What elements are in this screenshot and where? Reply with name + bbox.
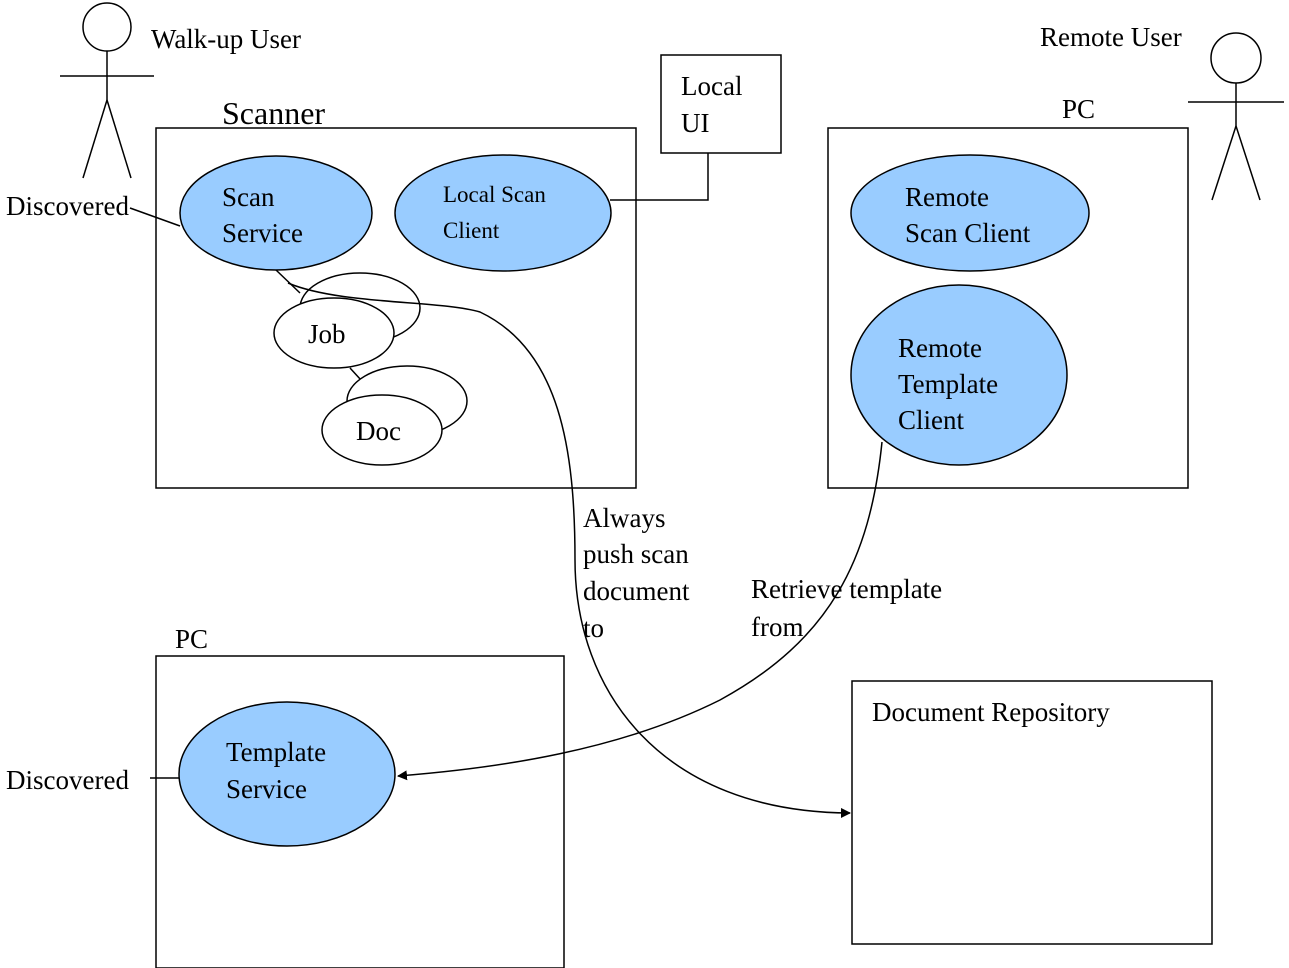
scan-service-line-2: Service (222, 218, 303, 248)
remote-template-client-node (850, 284, 1068, 466)
remote-scan-client-line-2: Scan Client (905, 218, 1031, 248)
remote-scan-client-node (850, 154, 1090, 272)
remote-template-client-line-3: Client (898, 405, 964, 435)
pc-remote-box (827, 127, 1189, 489)
push-line-4: to (583, 613, 604, 643)
local-ui-line-1: Local (681, 71, 742, 101)
discovered-scan-connector (129, 207, 181, 227)
scanner-title: Scanner (222, 95, 325, 131)
service-job-connector (275, 269, 301, 294)
retrieve-template-arrow (397, 441, 883, 781)
discovered-scan-label: Discovered (6, 191, 129, 221)
local-ui-box (660, 54, 782, 154)
push-annotation: Always push scan document to (583, 503, 690, 643)
retrieve-line-1: Retrieve template (751, 574, 942, 604)
discovered-template-label: Discovered (6, 765, 129, 795)
remote-user-actor (1188, 32, 1284, 201)
walkup-user-label: Walk-up User (151, 24, 301, 54)
walkup-user-actor (60, 2, 154, 179)
pc-template-title: PC (175, 624, 208, 654)
local-scan-client-line-1: Local Scan (443, 182, 546, 207)
remote-template-client-line-2: Template (898, 369, 998, 399)
scan-service-node (179, 155, 373, 271)
retrieve-annotation: Retrieve template from (751, 574, 942, 642)
template-service-line-2: Service (226, 774, 307, 804)
push-line-2: push scan (583, 539, 689, 569)
push-line-3: document (583, 576, 690, 606)
job-node (273, 297, 395, 369)
push-document-arrow (287, 282, 851, 818)
local-scan-client-line-2: Client (443, 218, 500, 243)
pc-remote-title: PC (1062, 94, 1095, 124)
document-repository-label: Document Repository (872, 697, 1110, 727)
local-ui-connector (610, 153, 709, 201)
doc-node (321, 394, 443, 466)
job-label: Job (308, 319, 346, 349)
scanner-box (155, 127, 637, 489)
local-ui-line-2: UI (681, 108, 710, 138)
push-line-1: Always (583, 503, 666, 533)
remote-scan-client-line-1: Remote (905, 182, 989, 212)
template-service-line-1: Template (226, 737, 326, 767)
document-repository-box (851, 680, 1213, 945)
scan-service-line-1: Scan (222, 182, 275, 212)
local-scan-client-node (394, 154, 612, 272)
remote-user-label: Remote User (1040, 22, 1182, 52)
remote-template-client-line-1: Remote (898, 333, 982, 363)
doc-label: Doc (356, 416, 401, 446)
retrieve-line-2: from (751, 612, 803, 642)
pc-template-box (155, 655, 565, 968)
template-service-node (178, 701, 396, 847)
